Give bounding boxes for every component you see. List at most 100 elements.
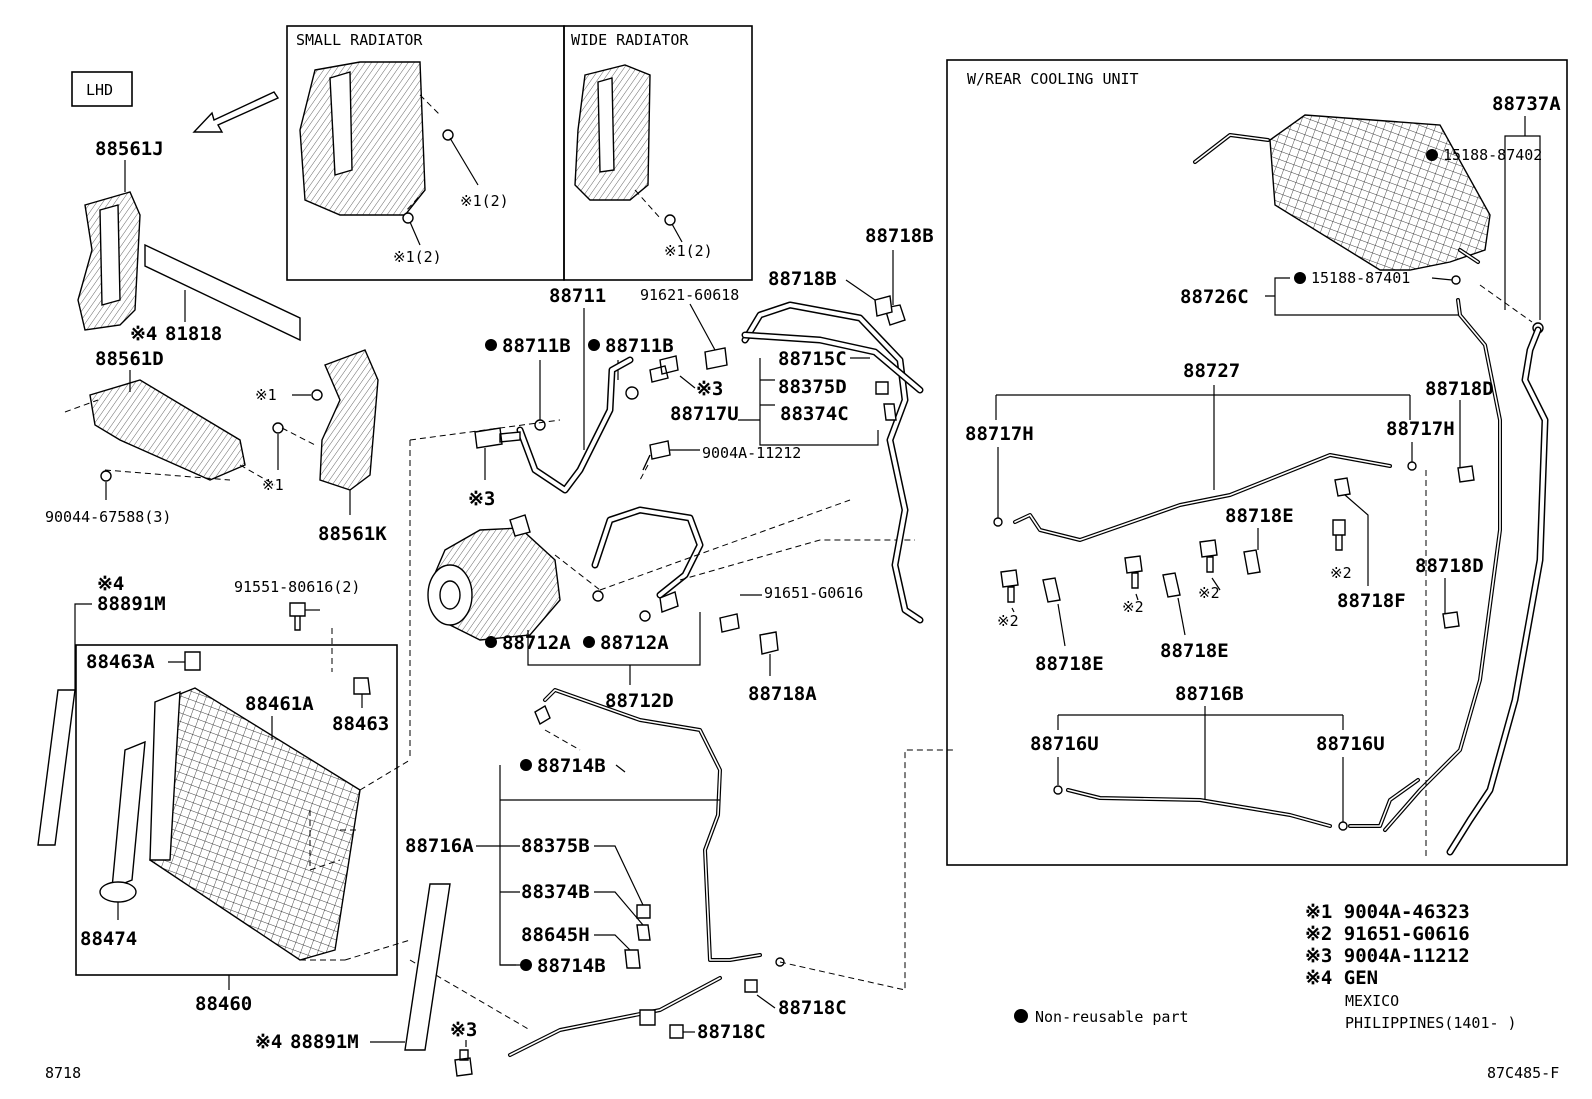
label-91621: 91621-60618	[640, 286, 739, 304]
label-88726C: 88726C	[1180, 286, 1249, 308]
wide-radiator-label: WIDE RADIATOR	[571, 31, 689, 49]
lhd-tag	[71, 71, 133, 107]
label-15188-87402: 15188-87402	[1443, 146, 1542, 164]
label-88718F: 88718F	[1337, 590, 1406, 612]
bracket-88474	[111, 740, 146, 890]
label-88718E-c: 88718E	[1035, 653, 1104, 675]
label-88712A-a: 88712A	[502, 632, 571, 654]
label-88891M-top: 88891M	[97, 593, 166, 615]
label-88375B: 88375B	[521, 835, 590, 857]
label-88645H: 88645H	[521, 924, 590, 946]
non-reusable-dot-icon	[485, 636, 497, 648]
non-reusable-dot-icon	[1014, 1009, 1028, 1023]
label-88374C: 88374C	[780, 403, 849, 425]
legend: Non-reusable part ※1 9004A-46323 ※2 9165…	[1014, 901, 1517, 1032]
non-reusable-dot-icon	[588, 339, 600, 351]
seal-88891M-bottom	[404, 883, 451, 1051]
label-88716B: 88716B	[1175, 683, 1244, 705]
label-88711: 88711	[549, 285, 606, 307]
suction-line-group: 88718B 88718B 88715C 88375D 88374C 88717…	[670, 225, 934, 624]
cover-88561D	[89, 379, 246, 481]
corner-code-left: 8718	[45, 1064, 81, 1082]
label-88718D-b: 88718D	[1415, 555, 1484, 577]
label-88718B-a: 88718B	[865, 225, 934, 247]
rear-cooling-label: W/REAR COOLING UNIT	[967, 70, 1139, 88]
label-88463: 88463	[332, 713, 389, 735]
label-88714B-b: 88714B	[537, 955, 606, 977]
label-88714B-a: 88714B	[537, 755, 606, 777]
liquid-line-group: 88714B 88716A 88375B 88374B 88645H 88714…	[255, 688, 955, 1077]
small-radiator-clip-note-b: ※1(2)	[393, 248, 442, 266]
label-88712A-b: 88712A	[600, 632, 669, 654]
shield-88561K	[319, 349, 379, 491]
note-88891M-bottom: ※4	[255, 1031, 282, 1053]
label-90044: 90044-67588(3)	[45, 508, 171, 526]
legend-note-1: ※1 9004A-46323	[1305, 901, 1470, 923]
label-88718B-b: 88718B	[768, 268, 837, 290]
small-radiator-clip-note-a: ※1(2)	[460, 192, 509, 210]
small-radiator-label: SMALL RADIATOR	[296, 31, 423, 49]
note3-a: ※3	[468, 488, 495, 510]
condenser-group: ※4 88891M 91551-80616(2) 88463A 88463 88…	[37, 573, 411, 1015]
label-88561J: 88561J	[95, 138, 164, 160]
label-91651: 91651-G0616	[764, 584, 863, 602]
corner-code-right: 87C485-F	[1487, 1064, 1559, 1082]
label-88717U: 88717U	[670, 403, 739, 425]
label-88718C-b: 88718C	[697, 1021, 766, 1043]
note-81818: ※4	[130, 323, 157, 345]
note-88891M-top: ※4	[97, 573, 124, 595]
label-88561D: 88561D	[95, 348, 164, 370]
label-88711B-b: 88711B	[605, 335, 674, 357]
compressor-group: 88711 88711B 88711B ※3 ※3 91621-60618 90…	[409, 285, 915, 760]
label-91551: 91551-80616(2)	[234, 578, 360, 596]
label-88460: 88460	[195, 993, 252, 1015]
label-88737A: 88737A	[1492, 93, 1561, 115]
label-88715C: 88715C	[778, 348, 847, 370]
wide-radiator-inset: WIDE RADIATOR ※1(2)	[563, 25, 753, 281]
label-15188-87401: 15188-87401	[1311, 269, 1410, 287]
condenser-box	[75, 644, 398, 976]
lhd-label: LHD	[86, 81, 113, 99]
label-88718D-a: 88718D	[1425, 378, 1494, 400]
non-reusable-dot-icon	[1294, 272, 1306, 284]
small-radiator-inset: SMALL RADIATOR ※1(2) ※1(2)	[286, 25, 565, 281]
label-88718E-a: 88718E	[1225, 505, 1294, 527]
condenser-88461A	[149, 687, 361, 961]
label-88711B-a: 88711B	[502, 335, 571, 357]
note2-a: ※2	[1198, 584, 1220, 602]
seal-81818	[144, 243, 301, 342]
rear-cooling-group: W/REAR COOLING UNIT 88737A 15188-87402 1…	[946, 59, 1568, 866]
label-88891M-bottom: 88891M	[290, 1031, 359, 1053]
wide-radiator-clip-note: ※1(2)	[664, 242, 713, 260]
label-88716U-b: 88716U	[1316, 733, 1385, 755]
label-88718A: 88718A	[748, 683, 817, 705]
note2-b: ※2	[1122, 598, 1144, 616]
label-88727: 88727	[1183, 360, 1240, 382]
note1-b: ※1	[262, 476, 284, 494]
label-88716A: 88716A	[405, 835, 474, 857]
non-reusable-dot-icon	[520, 959, 532, 971]
label-88716U-a: 88716U	[1030, 733, 1099, 755]
legend-note-2: ※2 91651-G0616	[1305, 923, 1470, 945]
label-88561K: 88561K	[318, 523, 387, 545]
label-88717H-a: 88717H	[965, 423, 1034, 445]
label-81818: 81818	[165, 323, 222, 345]
evaporator-88737A	[1269, 114, 1491, 271]
non-reusable-dot-icon	[583, 636, 595, 648]
label-88718C-a: 88718C	[778, 997, 847, 1019]
legend-note-4: ※4 GEN	[1305, 967, 1378, 989]
legend-non-reusable: Non-reusable part	[1035, 1008, 1189, 1026]
label-88374B: 88374B	[521, 881, 590, 903]
note3-c: ※3	[450, 1019, 477, 1041]
label-9004A-11212-center: 9004A-11212	[702, 444, 801, 462]
label-88718E-b: 88718E	[1160, 640, 1229, 662]
label-88463A: 88463A	[86, 651, 155, 673]
note2-c: ※2	[997, 612, 1019, 630]
seal-88891M-top	[37, 689, 76, 846]
direction-arrow-icon	[192, 91, 280, 133]
rear-cooling-box	[946, 59, 1568, 866]
note3-b: ※3	[696, 378, 723, 400]
label-88474: 88474	[80, 928, 137, 950]
left-upper-parts: 88561J ※4 81818 88561D 90044-67588(3) 88…	[45, 138, 387, 545]
label-88375D: 88375D	[778, 376, 847, 398]
